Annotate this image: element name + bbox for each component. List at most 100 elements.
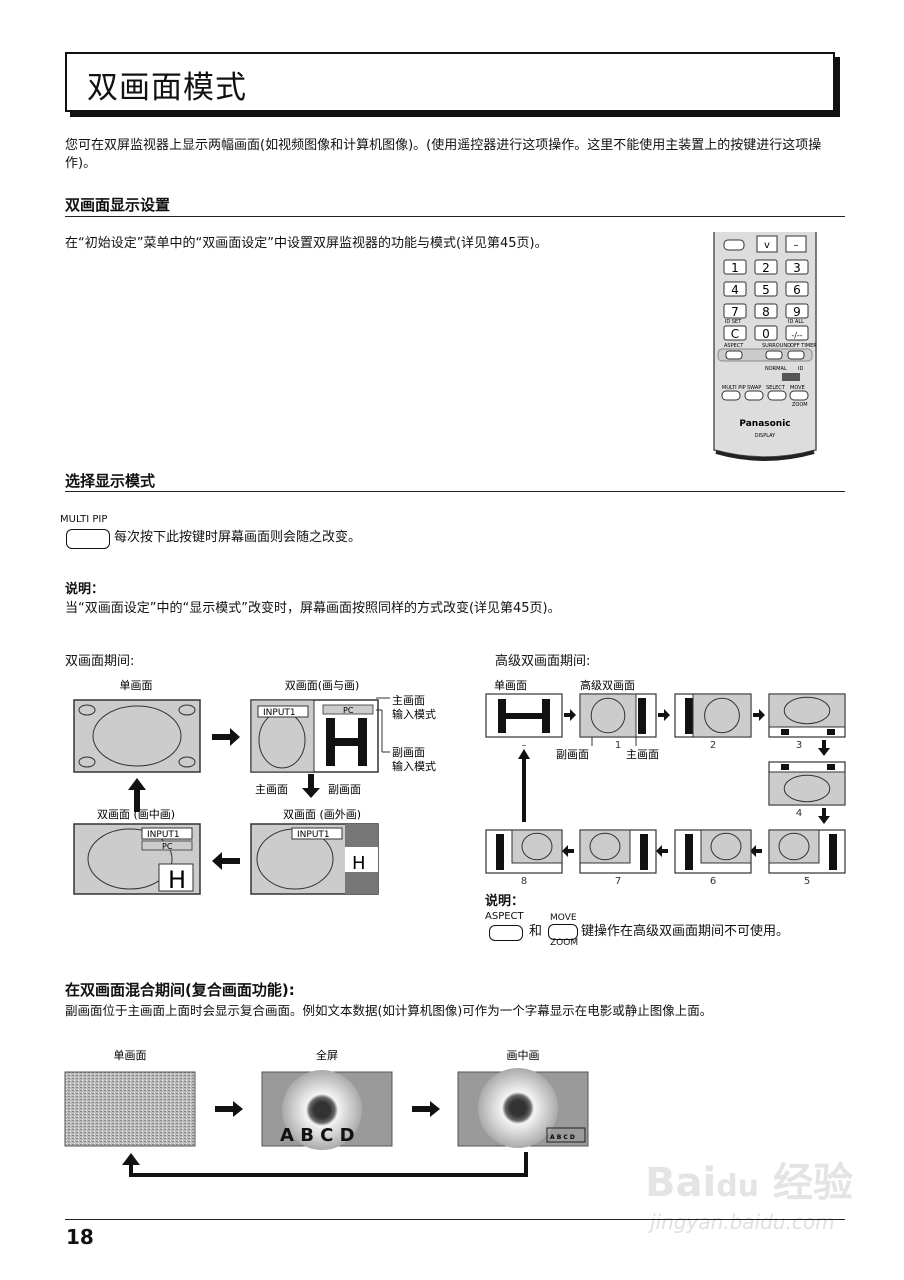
surround-key-label: SURROUND: [762, 343, 791, 349]
sub-input-label: 输入模式: [392, 759, 436, 773]
and-text: 和: [529, 924, 543, 939]
pc-label: PC: [162, 842, 173, 851]
main-input-label: 主画面: [392, 694, 425, 707]
advanced-heading: 高级双画面期间:: [495, 654, 591, 669]
composite-label-single: 单画面: [114, 1049, 147, 1062]
multi-pip-key-label: MULTI PIP: [722, 385, 746, 391]
bar: [829, 834, 837, 870]
pop-label: 双画面 (画外画): [283, 808, 361, 821]
ellipse: [704, 697, 740, 734]
remote-key-label: 5: [762, 283, 770, 297]
multi-pip-button-illustration: [66, 529, 110, 549]
input1-label: INPUT1: [263, 708, 296, 718]
main-input-label: 输入模式: [392, 707, 436, 721]
arrow-down-icon: [818, 808, 830, 824]
h-label: H: [352, 853, 366, 874]
swap-key-label: SWAP: [747, 385, 761, 391]
input1-label: INPUT1: [297, 830, 330, 840]
h-label: H: [168, 866, 186, 894]
remote-key-label: 0: [762, 327, 770, 341]
select-key-label: SELECT: [766, 385, 786, 391]
arrow-down-icon: [818, 740, 830, 756]
ellipse: [783, 774, 831, 803]
arrow-right-icon: [564, 709, 576, 721]
mode-number: –: [522, 740, 527, 751]
section-heading-setup: 双画面显示设置: [65, 196, 171, 214]
display-label: DISPLAY: [755, 433, 776, 439]
page-number: 18: [66, 1225, 94, 1249]
remote-key-label: 1: [731, 261, 739, 275]
page-title: 双画面模式: [87, 70, 247, 106]
brand-logo: Panasonic: [739, 419, 790, 429]
pbp-label: 双画面(画与画): [285, 679, 360, 692]
arrow-right-icon: [753, 709, 765, 721]
remote-key: [723, 325, 747, 341]
footer-divider: [65, 1219, 845, 1220]
remote-key-label: 8: [762, 305, 770, 319]
mode-number: 7: [615, 876, 621, 887]
adv-single-label: 单画面: [494, 679, 527, 692]
divider: [65, 491, 845, 492]
ellipse: [783, 696, 831, 725]
input1-label: INPUT1: [147, 830, 180, 840]
baidu-watermark: Baidu 经验: [645, 1160, 853, 1206]
mode-number: 1: [615, 740, 621, 751]
remote-key-label: 7: [731, 305, 739, 319]
id-set-label: ID SET: [725, 319, 742, 325]
note-text: 当“双画面设定”中的“显示模式”改变时，屏幕画面按照同样的方式改变(详见第45页…: [65, 601, 561, 616]
move-key-label: MOVE: [790, 385, 805, 391]
aspect-button-illustration: [489, 925, 523, 941]
remote-key: [723, 303, 747, 319]
remote-key-label: 3: [793, 261, 801, 275]
h-graphic: [498, 699, 550, 733]
bar: [638, 698, 646, 734]
caption-small-text: A B C D: [550, 1134, 575, 1141]
normal-label: NORMAL: [765, 366, 787, 372]
id-label: ID: [798, 366, 803, 372]
remote-key-label: 9: [793, 305, 801, 319]
section-heading-mode: 选择显示模式: [65, 472, 156, 490]
adv-main-label: 主画面: [626, 748, 659, 761]
mode-number: 5: [804, 876, 810, 887]
remote-key: [754, 303, 778, 319]
dual-heading: 双画面期间:: [65, 654, 135, 669]
ellipse: [589, 832, 621, 861]
mixed-text: 副画面位于主画面上面时会显示复合画面。例如文本数据(如计算机图像)可作为一个字幕…: [65, 1003, 713, 1018]
mode-number: 2: [710, 740, 716, 751]
advanced-note-title: 说明：: [485, 894, 525, 909]
remote-key: [754, 325, 778, 341]
bar: [496, 834, 504, 870]
remote-key: [754, 259, 778, 275]
pc-label: PC: [343, 706, 354, 715]
remote-key: [723, 281, 747, 297]
ellipse: [710, 832, 742, 861]
sub-label: 副画面: [328, 783, 361, 796]
bar: [640, 834, 648, 870]
bar: [781, 729, 789, 735]
remote-key: [723, 259, 747, 275]
remote-key-label: C: [731, 327, 739, 341]
svg-text:–: –: [794, 240, 799, 251]
remote-key: [785, 281, 809, 297]
bar: [827, 729, 835, 735]
arrow-up-icon: [518, 749, 530, 822]
ellipse: [778, 832, 810, 861]
bar: [781, 764, 789, 770]
remote-key-label: 6: [793, 283, 801, 297]
multi-pip-text: 每次按下此按键时屏幕画面则会随之改变。: [114, 530, 362, 545]
svg-text:v: v: [764, 240, 770, 251]
title-box: 双画面模式: [65, 52, 835, 112]
bar: [827, 764, 835, 770]
bar: [685, 834, 693, 870]
divider: [65, 216, 845, 217]
bar: [685, 698, 693, 734]
id-all-label: ID ALL: [788, 319, 804, 325]
single-label: 单画面: [120, 679, 153, 692]
multi-pip-label: MULTI PIP: [60, 514, 108, 525]
arrow-left-icon: [562, 845, 574, 857]
mode-number: 8: [521, 876, 527, 887]
remote-key: [785, 303, 809, 319]
